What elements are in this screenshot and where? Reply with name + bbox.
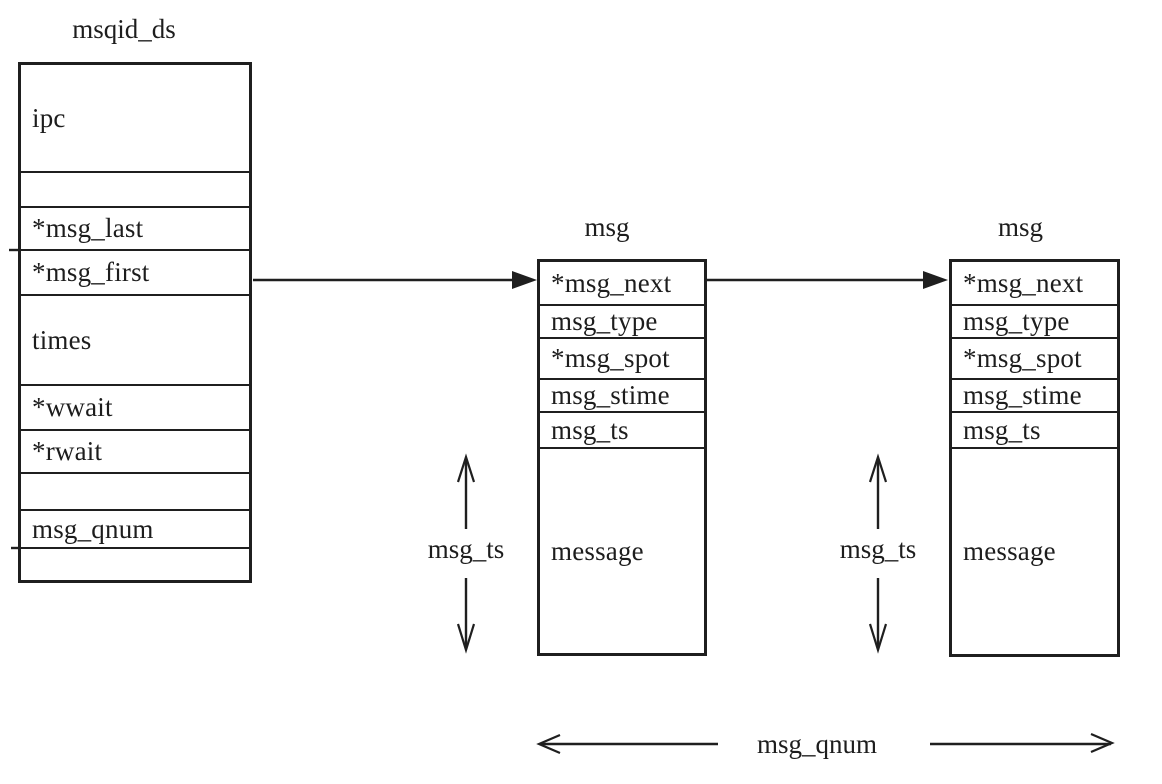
msg2-struct: *msg_next msg_type *msg_spot msg_stime m…: [949, 259, 1120, 657]
field-row-empty-3: [21, 549, 249, 580]
msg2-title: msg: [997, 212, 1043, 242]
up-arrowhead-icon: [456, 453, 476, 483]
field-row-msg-last: *msg_last: [21, 208, 249, 251]
msg-qnum-arrow-left: [536, 733, 718, 755]
msg1-struct: *msg_next msg_type *msg_spot msg_stime m…: [537, 259, 707, 656]
msg-next-arrow: [688, 271, 948, 289]
msqid-ds-struct: ipc *msg_last *msg_first times *wwait *r…: [18, 62, 252, 583]
field-row-msg-first: *msg_first: [21, 251, 249, 296]
field-row-message: message: [551, 535, 644, 566]
msg-qnum-arrow-right: [930, 732, 1115, 754]
msqid-ds-title: msqid_ds: [72, 14, 176, 44]
down-arrowhead-icon: [868, 623, 888, 654]
msg1-title: msg: [584, 212, 630, 242]
field-row-msg-spot: *msg_spot: [540, 339, 704, 380]
field-row-msg-next: *msg_next: [952, 262, 1117, 306]
msg-qnum-label: msg_qnum: [752, 729, 882, 759]
field-row-rwait: *rwait: [21, 431, 249, 474]
field-row-empty-2: [21, 474, 249, 511]
up-arrowhead-icon: [868, 453, 888, 483]
field-row-times: times: [21, 296, 249, 386]
field-row-wwait: *wwait: [21, 386, 249, 431]
right-arrowhead-icon: [1090, 732, 1115, 754]
field-row-msg-stime: msg_stime: [540, 380, 704, 413]
field-row-msg-type: msg_type: [952, 306, 1117, 339]
msg-first-arrowhead-icon: [512, 271, 537, 289]
down-arrowhead-icon: [456, 623, 476, 654]
field-row-empty-1: [21, 173, 249, 208]
msg-ts-label-right: msg_ts: [818, 534, 938, 564]
field-row-msg-ts: msg_ts: [952, 413, 1117, 449]
field-row-ipc: ipc: [21, 65, 249, 173]
field-row-msg-stime: msg_stime: [952, 380, 1117, 413]
field-row-msg-spot: *msg_spot: [952, 339, 1117, 380]
field-row-msg-type: msg_type: [540, 306, 704, 339]
msg-ts-label-left: msg_ts: [406, 534, 526, 564]
msg-next-arrowhead-icon: [923, 271, 948, 289]
left-arrowhead-icon: [536, 733, 561, 755]
field-row-message: message: [963, 536, 1056, 566]
msg-first-arrow: [253, 271, 537, 289]
field-row-msg-qnum: msg_qnum: [21, 511, 249, 549]
field-row-msg-ts: msg_ts: [540, 413, 704, 449]
field-row-msg-next: *msg_next: [540, 262, 704, 306]
